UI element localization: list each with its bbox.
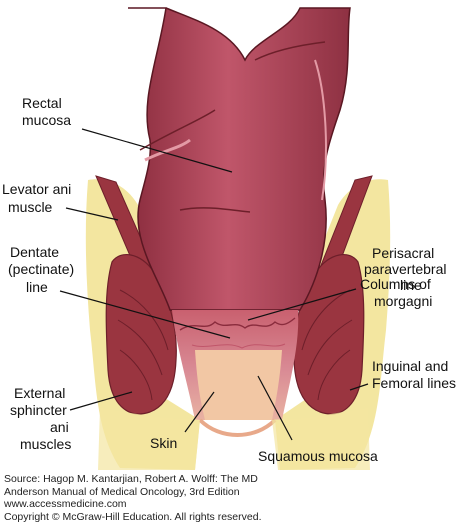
label-rectal-mucosa: Rectal mucosa [22,95,71,128]
label-columns-of-morgagni: Columns of morgagni [360,276,435,309]
label-skin: Skin [150,435,177,451]
label-levator-ani: Levator ani muscle [2,181,75,215]
label-squamous-mucosa: Squamous mucosa [258,448,378,464]
label-external-sphincter: External sphincter ani muscles [10,385,73,452]
external-sphincter-muscles [105,254,365,415]
caption-line-4: Copyright © McGraw-Hill Education. All r… [4,510,262,523]
perianal-skin [98,408,370,470]
leader-inguinal [349,383,369,391]
caption-line-1: Source: Hagop M. Kantarjian, Robert A. W… [4,473,258,485]
rectum [128,7,351,311]
leader-skin [184,391,215,433]
leader-rectal-mucosa [81,128,233,173]
label-perisacral: Perisacral paravertebral line [364,245,450,293]
caption-line-3: www.accessmedicine.com [4,498,127,511]
leader-lines [59,128,369,441]
leader-squamous [257,375,293,441]
leader-columns [247,288,357,321]
label-dentate-line: Dentate (pectinate) line [8,244,78,295]
source-caption: Source: Hagop M. Kantarjian, Robert A. W… [4,473,464,523]
label-inguinal-femoral: Inguinal and Femoral lines [372,358,456,391]
leader-levator-ani [65,207,119,221]
caption-line-2: Anderson Manual of Medical Oncology, 3rd… [4,485,240,498]
leader-dentate [59,290,231,339]
leader-external-sphincter [69,391,133,411]
